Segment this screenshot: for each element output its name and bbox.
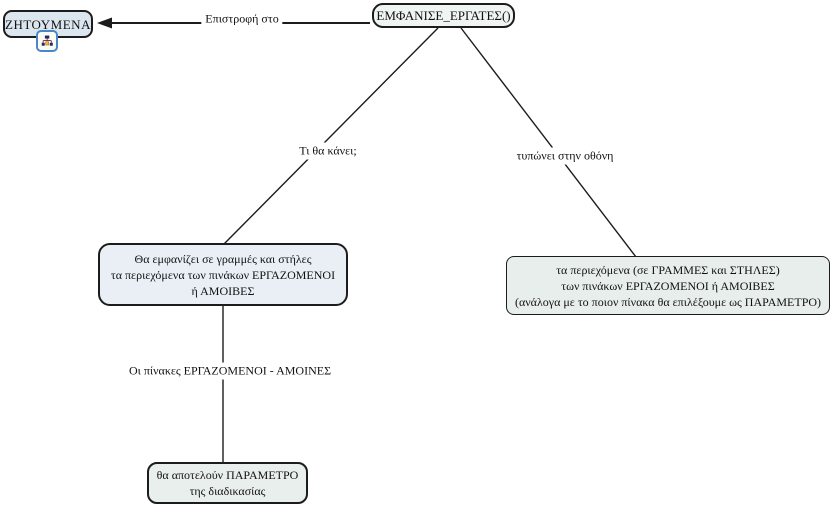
node-output-line: των πινάκων ΕΡΓΑΖΟΜΕΝΟΙ ή ΑΜΟΙΒΕΣ — [561, 278, 775, 293]
node-emfanise-ergates[interactable]: ΕΜΦΑΝΙΣΕ_ΕΡΓΑΤΕΣ() — [372, 3, 515, 28]
hierarchy-chart-icon — [41, 35, 53, 46]
node-parameter-line: της διαδικασίας — [189, 484, 266, 498]
node-describe-line: ή ΑΜΟΙΒΕΣ — [191, 283, 255, 298]
node-output-line: (ανάλογα με το ποιον πίνακα θα επιλέξουμ… — [514, 294, 822, 309]
edge-label-return-to[interactable]: Επιστροφή στο — [201, 10, 283, 28]
node-output-line: τα περιεχόμενα (σε ΓΡΑΜΜΕΣ και ΣΤΗΛΕΣ) — [556, 262, 780, 277]
node-zitoumena-label: ΖΗΤΟΥΜΕΝΑ — [5, 16, 91, 32]
node-emfanise-label: ΕΜΦΑΝΙΣΕ_ΕΡΓΑΤΕΣ() — [376, 8, 511, 23]
node-screen-output[interactable]: τα περιεχόμενα (σε ΓΡΑΜΜΕΣ και ΣΤΗΛΕΣ) τ… — [506, 256, 830, 315]
subdiagram-link-icon[interactable] — [36, 30, 58, 52]
edge-label-tables[interactable]: Οι πίνακες ΕΡΓΑΖΟΜΕΝΟΙ - ΑΜΟΙΝΕΣ — [124, 362, 336, 380]
node-parameter-line: θα αποτελούν ΠΑΡΑΜΕΤΡΟ — [156, 468, 299, 482]
edge-what-line — [222, 27, 439, 246]
node-describe-line: τα περιεχόμενα των πινάκων ΕΡΓΑΖΟΜΕΝΟΙ — [110, 267, 336, 282]
edge-print-line — [460, 27, 637, 258]
node-parameter[interactable]: θα αποτελούν ΠΑΡΑΜΕΤΡΟ της διαδικασίας — [147, 462, 308, 504]
edge-label-what-it-does[interactable]: Τι θα κάνει; — [295, 142, 361, 160]
left-arrowhead-icon — [97, 17, 112, 29]
node-describe-line: Θα εμφανίζει σε γραμμές και στήλες — [134, 251, 312, 266]
node-describe-function[interactable]: Θα εμφανίζει σε γραμμές και στήλες τα πε… — [98, 243, 348, 306]
edge-label-prints-on-screen[interactable]: τυπώνει στην οθόνη — [512, 147, 618, 165]
